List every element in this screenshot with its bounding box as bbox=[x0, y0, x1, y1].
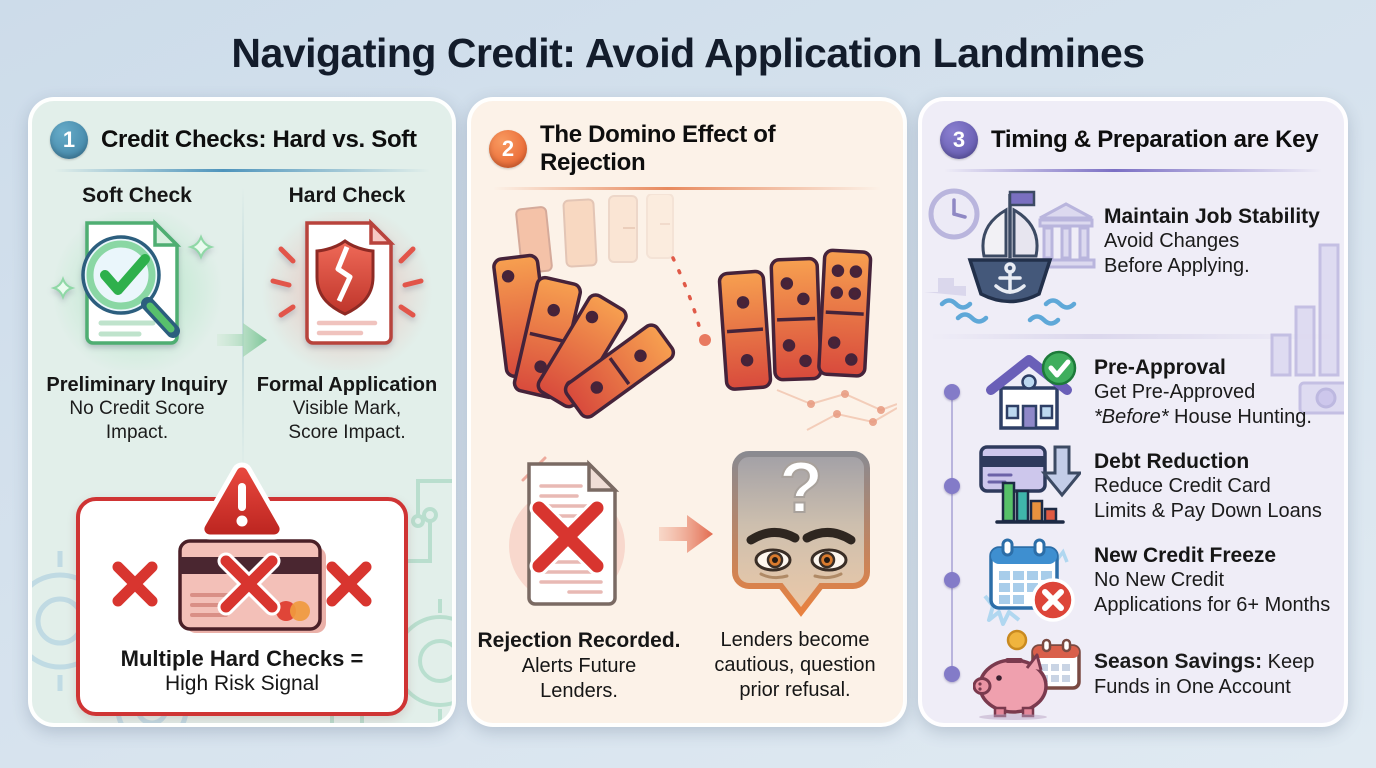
panel2-title: The Domino Effect of Rejection bbox=[540, 121, 776, 176]
debt-reduction-item: Debt Reduction Reduce Credit Card Limits… bbox=[922, 439, 1344, 533]
timeline-dot bbox=[944, 384, 960, 400]
panel2-header: 2 The Domino Effect of Rejection bbox=[471, 101, 903, 185]
panel3-header: 3 Timing & Preparation are Key bbox=[922, 101, 1344, 167]
credit-freeze-item: New Credit Freeze No New Credit Applicat… bbox=[922, 533, 1344, 627]
pre-approval-heading: Pre-Approval bbox=[1094, 356, 1226, 380]
consequence-arrow-icon bbox=[659, 515, 713, 553]
pre-approval-line2: House Hunting. bbox=[1168, 405, 1312, 428]
warning-line2: High Risk Signal bbox=[164, 671, 320, 695]
rejection-heading: Rejection Recorded. bbox=[477, 629, 681, 652]
panel-credit-checks: 1 Credit Checks: Hard vs. Soft Soft Chec… bbox=[28, 97, 456, 727]
panel1-title: Credit Checks: Hard vs. Soft bbox=[101, 126, 417, 153]
soft-check-column: Soft Check bbox=[32, 184, 242, 445]
timeline-dot bbox=[944, 666, 960, 682]
soft-check-heading: Preliminary Inquiry bbox=[46, 374, 228, 396]
multiple-hard-checks-warning-card: Multiple Hard Checks = High Risk Signal bbox=[76, 462, 408, 716]
suspicious-lender-face-icon: ? bbox=[732, 448, 870, 617]
panel3-section-separator bbox=[930, 334, 1336, 339]
panel1-divider bbox=[54, 169, 430, 172]
piggy-bank-savings-icon bbox=[973, 629, 1081, 720]
house-preapproval-icon bbox=[986, 350, 1077, 430]
pre-approval-line1: Get Pre-Approved bbox=[1094, 381, 1256, 404]
rejection-recorded-text: Rejection Recorded. Alerts Future Lender… bbox=[471, 628, 687, 704]
falling-dominoes-icon bbox=[492, 194, 897, 431]
panel1-header: 1 Credit Checks: Hard vs. Soft bbox=[32, 101, 452, 167]
rejected-document-icon bbox=[509, 456, 625, 606]
hard-check-column: Hard Check bbox=[242, 184, 452, 445]
lenders-line3: prior refusal. bbox=[739, 679, 851, 701]
debt-reduction-line1: Reduce Credit Card bbox=[1094, 475, 1271, 498]
page-title: Navigating Credit: Avoid Application Lan… bbox=[231, 30, 1145, 76]
rejection-line2: Lenders. bbox=[540, 680, 618, 703]
credit-freeze-line1: No New Credit bbox=[1094, 569, 1225, 592]
debt-reduction-chart-icon bbox=[979, 445, 1081, 524]
credit-freeze-line2: Applications for 6+ Months bbox=[1094, 593, 1331, 616]
lenders-line1: Lenders become bbox=[720, 629, 870, 651]
panel3-divider bbox=[944, 169, 1322, 172]
soft-check-label: Soft Check bbox=[82, 184, 192, 207]
lenders-line2: cautious, question bbox=[714, 654, 876, 676]
panel2-divider bbox=[493, 187, 881, 190]
blocked-credit-card-icon bbox=[112, 538, 372, 633]
credit-freeze-heading: New Credit Freeze bbox=[1094, 544, 1277, 568]
panel3-title: Timing & Preparation are Key bbox=[991, 126, 1319, 153]
soft-check-document-magnifier-icon bbox=[50, 218, 215, 345]
panel-timing-preparation: 3 Timing & Preparation are Key bbox=[918, 97, 1348, 727]
job-stability-line1: Avoid Changes bbox=[1104, 230, 1240, 253]
warning-line1: Multiple Hard Checks = bbox=[120, 645, 364, 671]
pre-approval-item: Pre-Approval Get Pre-Approved *Before* H… bbox=[922, 345, 1344, 439]
frozen-calendar-icon bbox=[983, 538, 1075, 626]
job-stability-item: Maintain Job Stability Avoid Changes Bef… bbox=[922, 180, 1344, 332]
timeline-dot bbox=[944, 572, 960, 588]
lenders-cautious-text: Lenders become cautious, question prior … bbox=[687, 628, 903, 704]
panel3-number-badge: 3 bbox=[940, 121, 978, 159]
bar-chart-money-decoration bbox=[1270, 243, 1344, 415]
soft-check-line1: No Credit Score bbox=[69, 398, 205, 419]
season-savings-item: Season Savings: Keep Funds in One Accoun… bbox=[922, 627, 1344, 721]
debt-reduction-line2: Limits & Pay Down Loans bbox=[1094, 499, 1322, 522]
hard-check-heading: Formal Application bbox=[256, 374, 438, 396]
panel-domino-effect: 2 The Domino Effect of Rejection bbox=[467, 97, 907, 727]
stability-ship-icon bbox=[924, 188, 1096, 326]
svg-text:?: ? bbox=[779, 448, 823, 528]
timeline-line bbox=[951, 385, 953, 675]
hard-check-line1: Visible Mark, bbox=[292, 398, 402, 419]
timeline-dot bbox=[944, 478, 960, 494]
job-stability-line2: Before Applying. bbox=[1104, 254, 1250, 277]
season-savings-line2: Funds in One Account bbox=[1094, 675, 1291, 698]
transition-arrow-icon bbox=[217, 323, 267, 357]
hard-check-line2: Score Impact. bbox=[288, 421, 406, 443]
soft-check-line2: Impact. bbox=[105, 421, 169, 443]
warning-triangle-icon bbox=[199, 462, 285, 540]
season-savings-heading: Season Savings: bbox=[1094, 650, 1263, 674]
pre-approval-before-emphasis: *Before* bbox=[1094, 405, 1169, 428]
job-stability-heading: Maintain Job Stability bbox=[1104, 205, 1320, 228]
panel1-number-badge: 1 bbox=[50, 121, 88, 159]
panel-row: 1 Credit Checks: Hard vs. Soft Soft Chec… bbox=[0, 97, 1376, 727]
season-savings-heading-rest: Keep bbox=[1262, 651, 1315, 674]
hard-check-broken-shield-icon bbox=[270, 218, 424, 345]
rejection-line1: Alerts Future bbox=[521, 655, 637, 678]
debt-reduction-heading: Debt Reduction bbox=[1094, 450, 1250, 474]
hard-check-label: Hard Check bbox=[288, 184, 406, 207]
panel2-number-badge: 2 bbox=[489, 130, 527, 168]
